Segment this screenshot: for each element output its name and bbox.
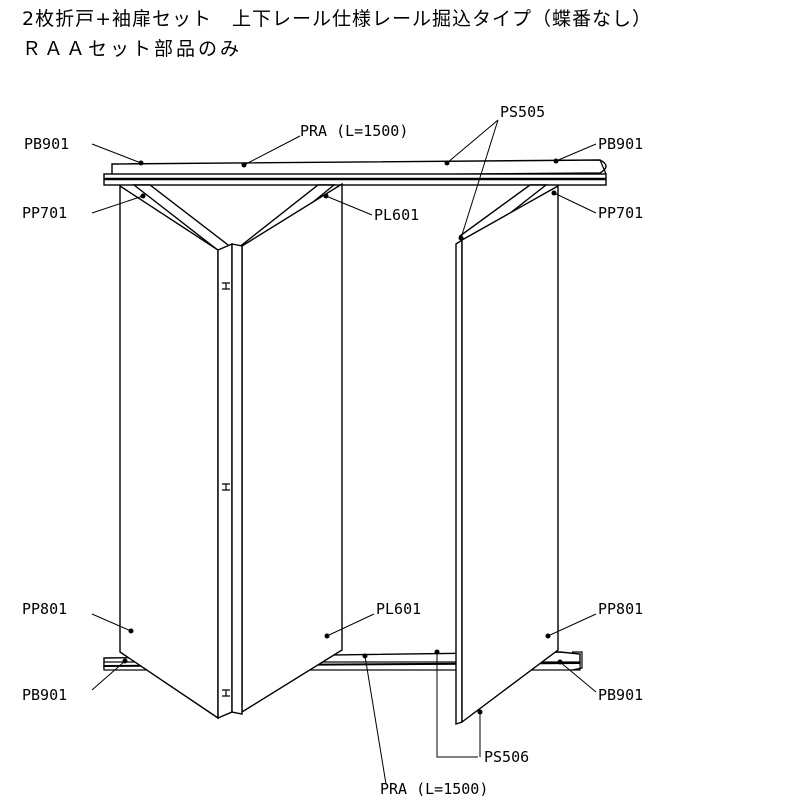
part-labels: PB901 PRA (L=1500) PS505 PB901 PP701 PL6… [22,103,643,798]
label-pp801-left: PP801 [22,600,67,618]
top-rail [103,159,607,186]
label-ps506: PS506 [484,748,529,766]
label-pl601-top: PL601 [374,206,419,224]
label-pb901-bottom-left: PB901 [22,686,67,704]
label-pp701-left: PP701 [22,204,67,222]
left-door-panel [119,184,233,720]
label-pb901-top-right: PB901 [598,135,643,153]
diagram-title: 2枚折戸+袖扉セット 上下レール仕様レール掘込タイプ（蝶番なし） [22,8,653,30]
hinge-marks [222,282,230,697]
label-pra-bottom: PRA (L=1500) [380,780,488,798]
label-pl601-bottom: PL601 [376,600,421,618]
label-pp801-right: PP801 [598,600,643,618]
leader-lines [91,119,597,785]
label-ps505: PS505 [500,103,545,121]
label-pb901-bottom-right: PB901 [598,686,643,704]
center-door-panel [231,182,343,715]
label-pra-top: PRA (L=1500) [300,122,408,140]
diagram-subtitle: ＲＡＡセット部品のみ [22,38,243,60]
label-pb901-top-left: PB901 [24,135,69,153]
side-door-panel [455,184,559,725]
label-pp701-right: PP701 [598,204,643,222]
